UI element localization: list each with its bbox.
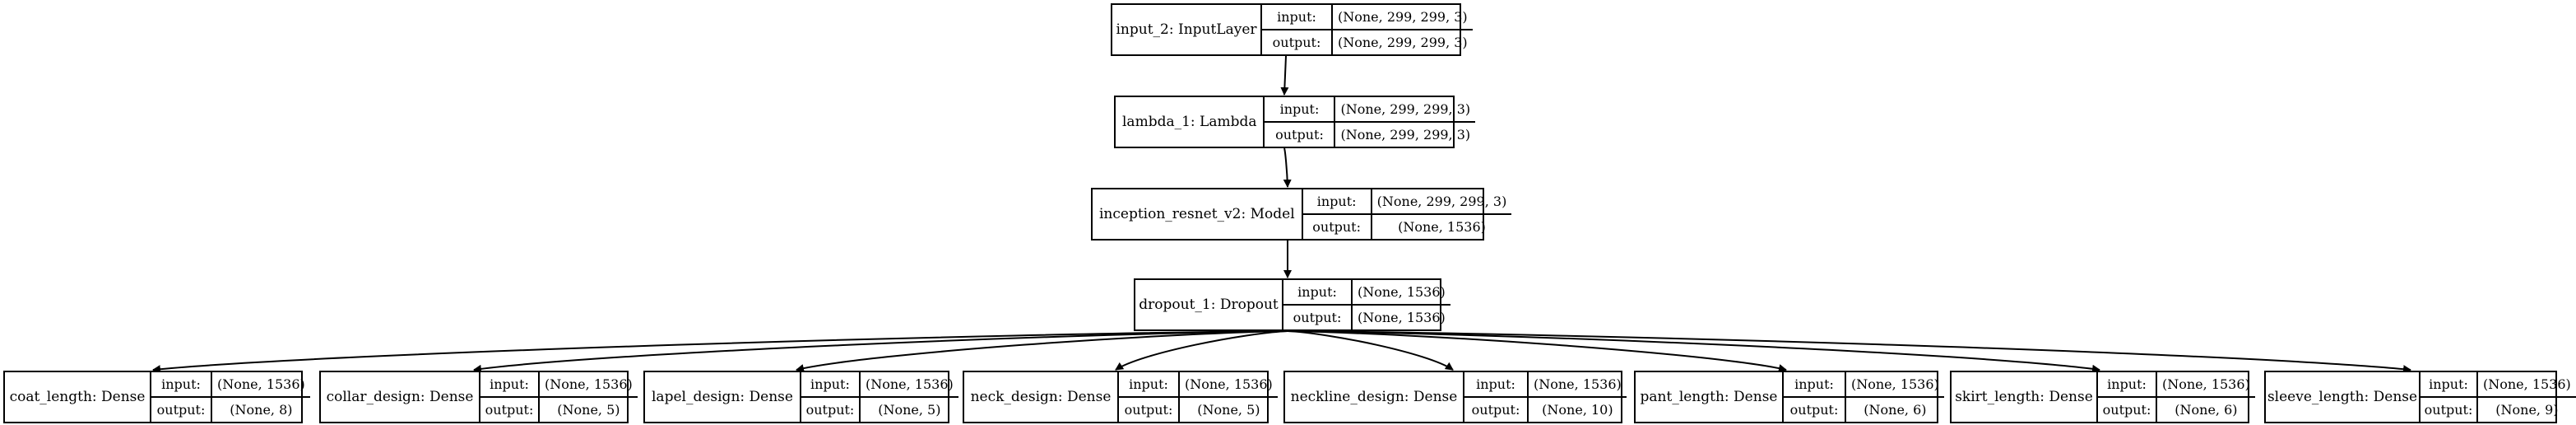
input-shape: (None, 299, 299, 3) — [1376, 194, 1507, 209]
input-shape: (None, 299, 299, 3) — [1338, 9, 1468, 25]
edge-0-1 — [1280, 55, 1289, 96]
node-name: collar_design: Dense — [321, 372, 480, 422]
node-name: inception_resnet_v2: Model — [1093, 189, 1303, 239]
edge-3-6 — [796, 330, 1288, 372]
output-shape: (None, 5) — [1197, 402, 1260, 418]
output-label: output: — [2098, 398, 2157, 422]
output-label: output: — [1262, 30, 1333, 54]
input-label: input: — [801, 372, 861, 396]
node-neckline-design: neckline_design: Dense input: (None, 1536… — [1283, 371, 1627, 423]
output-label: output: — [151, 398, 212, 422]
edge-3-8 — [1287, 330, 1454, 371]
output-shape: (None, 6) — [2175, 402, 2238, 418]
edge-3-4 — [152, 330, 1288, 374]
node-sleeve-length: sleeve_length: Dense input:(None, 1536) … — [2264, 371, 2576, 423]
input-shape: (None, 1536) — [1534, 376, 1622, 392]
output-shape: (None, 299, 299, 3) — [1338, 35, 1468, 50]
node-name: skirt_length: Dense — [1952, 372, 2098, 422]
output-label: output: — [1784, 398, 1846, 422]
node-name: pant_length: Dense — [1636, 372, 1784, 422]
node-coat-length: coat_length: Dense input: (None, 1536) ou… — [3, 371, 310, 423]
node-skirt-length: skirt_length: Dense input: (None, 1536) o… — [1950, 371, 2255, 423]
edge-3-5 — [473, 330, 1288, 373]
input-label: input: — [1119, 372, 1180, 396]
input-label: input: — [1784, 372, 1846, 396]
edge-3-9 — [1287, 330, 1787, 372]
input-label: input: — [151, 372, 212, 396]
input-shape: (None, 1536) — [1851, 376, 1939, 392]
input-shape: (None, 1536) — [2162, 376, 2250, 392]
output-shape: (None, 1536) — [1398, 219, 1486, 235]
edge-1-2 — [1283, 147, 1292, 188]
output-label: output: — [1283, 306, 1353, 329]
node-inception-resnet-v2: inception_resnet_v2: Model input: (None, … — [1091, 188, 1512, 241]
node-name: input_2: InputLayer — [1112, 5, 1262, 54]
output-label: output: — [1303, 215, 1372, 239]
output-label: output: — [1265, 123, 1336, 147]
node-name: coat_length: Dense — [5, 372, 151, 422]
node-name: sleeve_length: Dense — [2266, 372, 2421, 422]
input-label: input: — [1303, 189, 1372, 213]
node-lapel-design: lapel_design: Dense input:(None, 1536) o… — [643, 371, 958, 423]
input-label: input: — [2421, 372, 2478, 396]
output-label: output: — [1464, 398, 1529, 422]
node-name: dropout_1: Dropout — [1135, 280, 1283, 329]
input-label: input: — [1464, 372, 1529, 396]
input-label: input: — [1283, 280, 1353, 304]
input-shape: (None, 299, 299, 3) — [1340, 101, 1471, 117]
output-shape: (None, 5) — [878, 402, 941, 418]
output-shape: (None, 5) — [557, 402, 620, 418]
output-shape: (None, 6) — [1864, 402, 1927, 418]
node-name: lapel_design: Dense — [645, 372, 801, 422]
input-label: input: — [2098, 372, 2157, 396]
edge-3-10 — [1287, 330, 2100, 373]
output-shape: (None, 9) — [2495, 402, 2559, 418]
node-name: neck_design: Dense — [964, 372, 1119, 422]
input-label: input: — [1265, 97, 1336, 121]
edge-3-7 — [1115, 330, 1288, 371]
input-shape: (None, 1536) — [865, 376, 954, 392]
input-shape: (None, 1536) — [545, 376, 633, 392]
input-label: input: — [1262, 5, 1333, 29]
output-label: output: — [480, 398, 540, 422]
output-label: output: — [801, 398, 861, 422]
output-shape: (None, 299, 299, 3) — [1340, 127, 1471, 142]
output-shape: (None, 10) — [1542, 402, 1613, 418]
output-label: output: — [1119, 398, 1180, 422]
node-collar-design: collar_design: Dense input:(None, 1536) … — [319, 371, 638, 423]
node-lambda-1: lambda_1: Lambda input:(None, 299, 299, … — [1114, 96, 1476, 148]
node-name: neckline_design: Dense — [1285, 372, 1464, 422]
input-shape: (None, 1536) — [1358, 284, 1446, 300]
input-shape: (None, 1536) — [217, 376, 305, 392]
node-neck-design: neck_design: Dense input: (None, 1536) ou… — [963, 371, 1278, 423]
input-shape: (None, 1536) — [2483, 376, 2571, 392]
output-shape: (None, 1536) — [1358, 310, 1446, 325]
edge-3-11 — [1287, 330, 2411, 374]
node-input-2: input_2: InputLayer input: (None, 299, 29… — [1111, 3, 1473, 56]
input-shape: (None, 1536) — [1185, 376, 1273, 392]
output-label: output: — [2421, 398, 2478, 422]
node-pant-length: pant_length: Dense input: (None, 1536) ou… — [1634, 371, 1944, 423]
output-shape: (None, 8) — [230, 402, 293, 418]
input-label: input: — [480, 372, 540, 396]
node-name: lambda_1: Lambda — [1116, 97, 1265, 147]
node-dropout-1: dropout_1: Dropout input: (None, 1536) ou… — [1134, 278, 1450, 331]
